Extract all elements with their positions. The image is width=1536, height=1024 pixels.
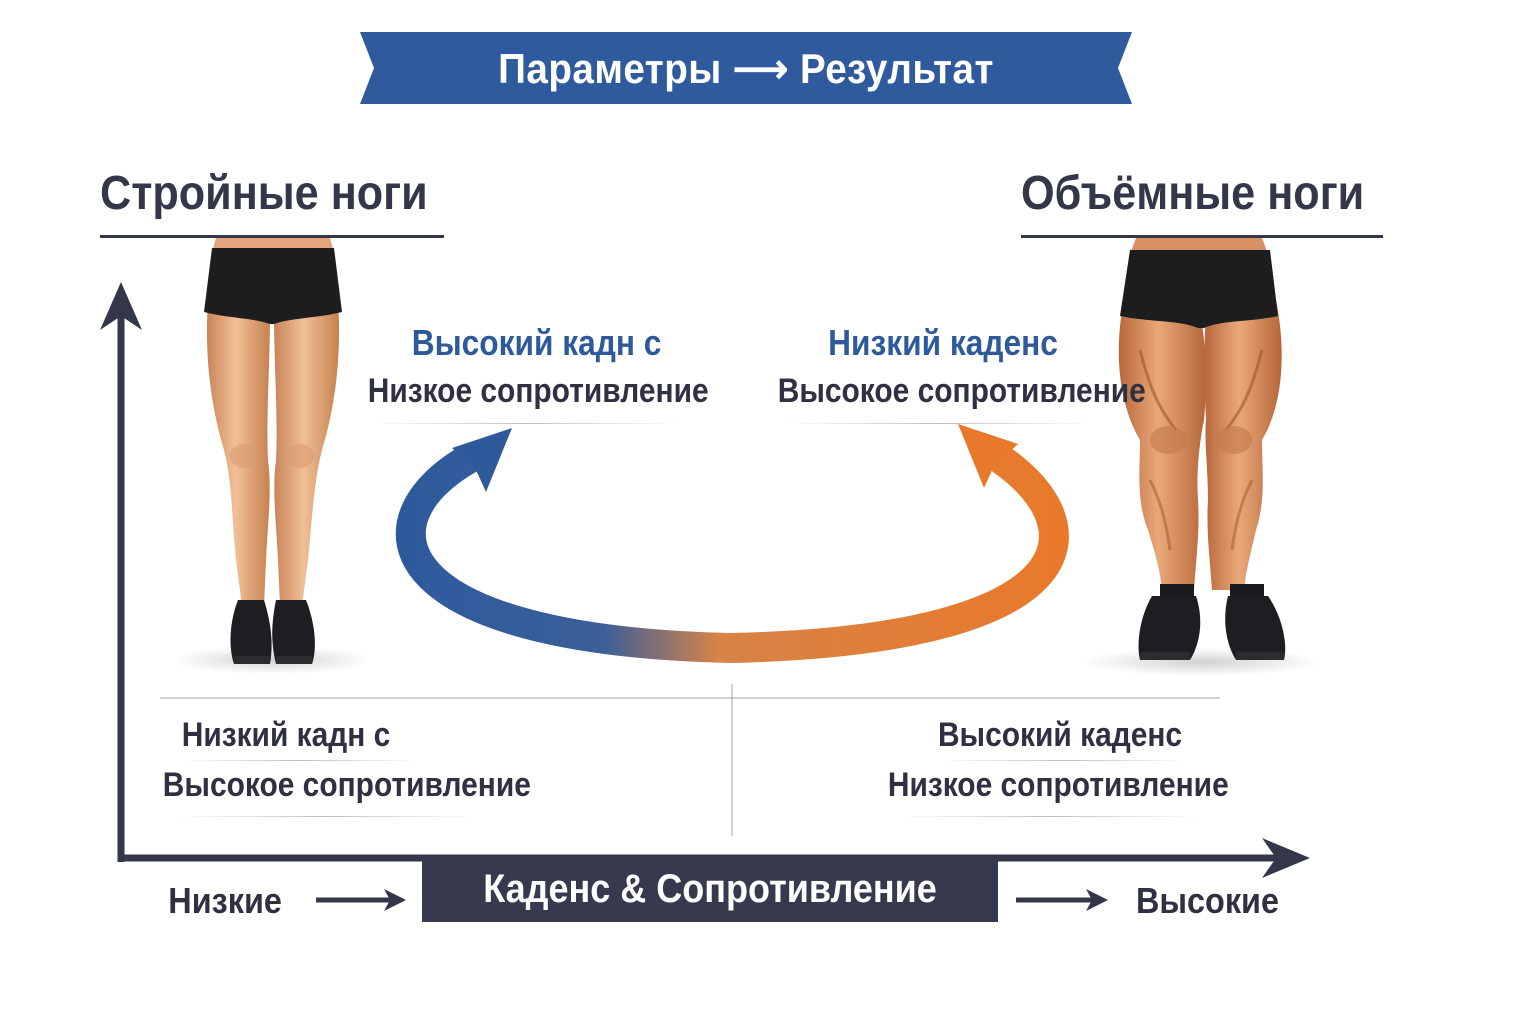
y-axis-arrowhead-icon xyxy=(100,282,142,330)
muscular-legs-icon xyxy=(1082,238,1322,676)
top-left-label-underline xyxy=(372,423,682,424)
bottom-left-cadence-label: Низкий кадн с xyxy=(181,716,391,754)
cycle-arrow-icon xyxy=(395,424,1069,664)
arrowhead-blue-icon xyxy=(452,428,512,492)
banner-title: Параметры ⟶ Результат xyxy=(498,44,994,92)
top-left-resistance-label: Низкое сопротивление xyxy=(367,372,709,410)
x-axis-high-label: Высокие xyxy=(1135,880,1279,921)
bottom-right-resistance-label: Низкое сопротивление xyxy=(887,766,1229,804)
x-axis-arrowhead-icon xyxy=(1262,838,1310,878)
top-right-cadence-label: Низкий каденс xyxy=(828,322,1058,363)
bottom-left-underline-1 xyxy=(178,760,418,761)
low-arrow-icon xyxy=(316,889,406,911)
bottom-left-resistance-label: Высокое сопротивление xyxy=(162,766,531,804)
heading-muscular-legs: Объёмные ноги xyxy=(1021,167,1365,220)
banner-ribbon-shape xyxy=(360,32,1132,104)
x-axis-title: Каденс & Сопротивление xyxy=(483,866,937,911)
x-axis-low-label: Низкие xyxy=(168,880,282,921)
slim-legs-icon xyxy=(172,238,372,674)
arrowhead-orange-icon xyxy=(958,424,1018,488)
title-banner: Параметры ⟶ Результат xyxy=(360,32,1132,104)
y-axis xyxy=(100,282,142,862)
top-right-resistance-label: Высокое сопротивление xyxy=(777,372,1146,410)
bottom-left-underline-2 xyxy=(176,816,476,817)
top-right-label-underline xyxy=(784,423,1094,424)
heading-underline-right xyxy=(1021,235,1383,238)
bottom-right-cadence-label: Высокий каденс xyxy=(937,716,1183,754)
high-arrow-icon xyxy=(1016,889,1108,911)
x-axis-title-box: Каденс & Сопротивление xyxy=(422,856,998,922)
bottom-right-underline-2 xyxy=(900,816,1200,817)
bottom-right-underline-1 xyxy=(940,760,1190,761)
top-left-cadence-label: Высокий кадн с xyxy=(411,322,662,363)
heading-underline-left xyxy=(100,235,444,238)
heading-slim-legs: Стройные ноги xyxy=(100,167,428,220)
